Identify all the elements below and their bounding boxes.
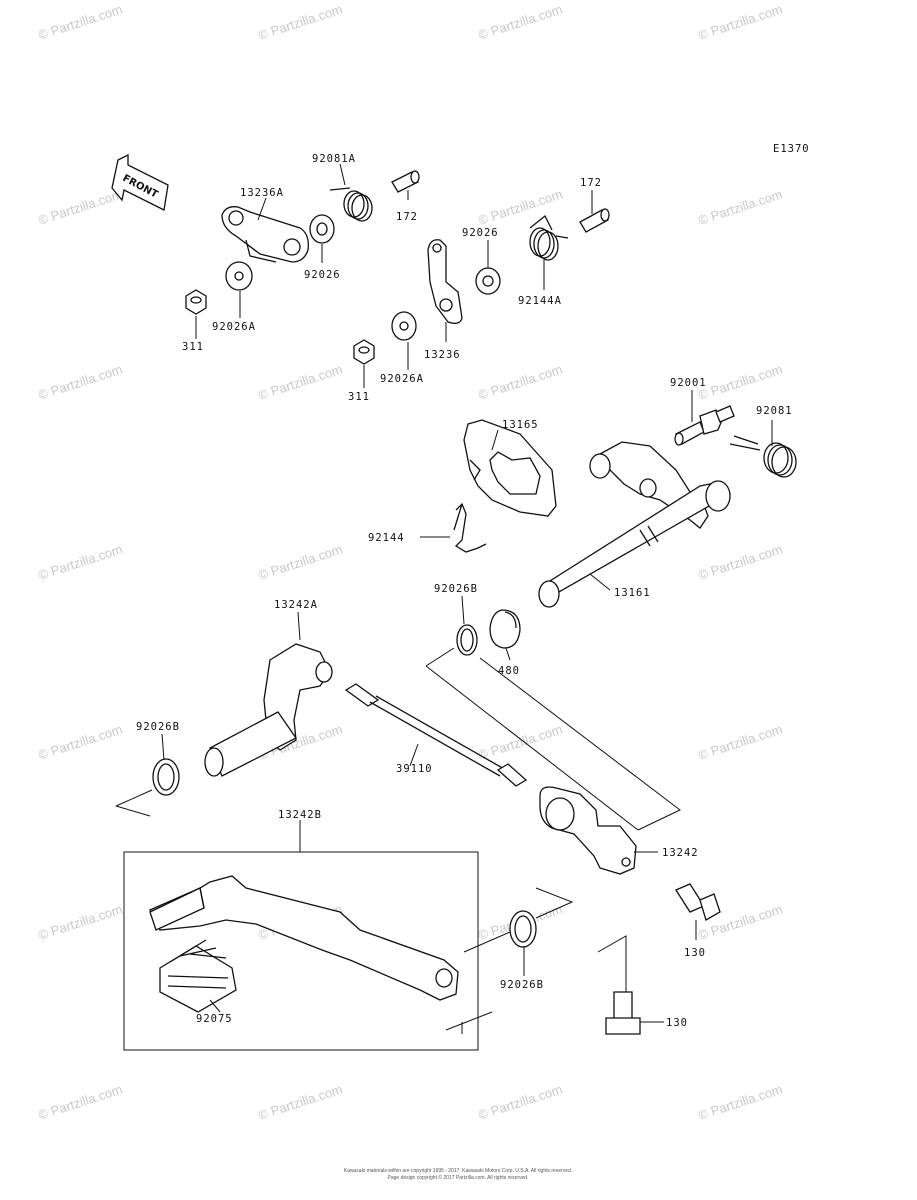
copyright-line-1: Kawasaki materials within are copyright … <box>344 1168 572 1174</box>
watermark: © Partzilla.com <box>696 722 784 763</box>
watermark: © Partzilla.com <box>36 722 124 763</box>
watermark: © Partzilla.com <box>696 362 784 403</box>
label-92026a: 92026 <box>304 269 341 281</box>
label-13236: 13236 <box>424 349 461 361</box>
watermark: © Partzilla.com <box>696 2 784 43</box>
watermark: © Partzilla.com <box>36 542 124 583</box>
label-13165: 13165 <box>502 419 539 431</box>
part-92075 <box>159 939 237 1013</box>
pedal-assembly-frame <box>123 851 479 1051</box>
part-92026Bb <box>152 758 180 796</box>
label-92026b: 92026 <box>462 227 499 239</box>
watermark: © Partzilla.com <box>476 362 564 403</box>
part-92081A <box>329 187 373 222</box>
part-92001 <box>674 405 735 446</box>
label-92144A: 92144A <box>518 295 562 307</box>
copyright-line-2: Page design copyright © 2017 Partzilla.c… <box>388 1174 529 1181</box>
part-172a <box>391 170 420 193</box>
part-92144 <box>453 502 487 553</box>
watermark: © Partzilla.com <box>36 2 124 43</box>
label-13242: 13242 <box>662 847 699 859</box>
part-92026b <box>475 267 501 295</box>
watermark: © Partzilla.com <box>476 2 564 43</box>
label-13242A: 13242A <box>274 599 318 611</box>
label-92081A: 92081A <box>312 153 356 165</box>
label-172b: 172 <box>580 177 602 189</box>
watermark: © Partzilla.com <box>476 1082 564 1123</box>
label-13242B: 13242B <box>278 809 322 821</box>
watermark: © Partzilla.com <box>256 542 344 583</box>
leader-lines <box>115 163 773 1034</box>
part-13161 <box>538 441 731 608</box>
part-13236 <box>427 239 463 324</box>
label-92144: 92144 <box>368 532 405 544</box>
part-130a <box>675 883 721 921</box>
label-92001: 92001 <box>670 377 707 389</box>
part-311a <box>185 289 207 315</box>
label-130b: 130 <box>666 1017 688 1029</box>
watermark: © Partzilla.com <box>696 187 784 228</box>
watermark: © Partzilla.com <box>476 722 564 763</box>
label-92026Aa: 92026A <box>212 321 256 333</box>
part-92026Ba <box>456 624 478 656</box>
label-311a: 311 <box>182 341 204 353</box>
watermark: © Partzilla.com <box>696 542 784 583</box>
label-92026Ba: 92026B <box>434 583 478 595</box>
part-13242B <box>149 875 459 1001</box>
part-labels: 92081A 172 13236A 92026 92026A 311 172 9… <box>136 153 793 1029</box>
label-130a: 130 <box>684 947 706 959</box>
label-39110: 39110 <box>396 763 433 775</box>
label-172a: 172 <box>396 211 418 223</box>
label-13236A: 13236A <box>240 187 284 199</box>
part-13242A <box>204 643 333 777</box>
diagram-code: E1370 <box>773 143 810 155</box>
part-480 <box>489 609 521 649</box>
part-130b <box>605 991 641 1035</box>
part-13165 <box>463 419 557 517</box>
part-172b <box>579 208 610 233</box>
watermark: © Partzilla.com <box>36 902 124 943</box>
part-92026a <box>309 214 335 244</box>
label-92081: 92081 <box>756 405 793 417</box>
label-92075: 92075 <box>196 1013 233 1025</box>
watermark: © Partzilla.com <box>36 362 124 403</box>
part-13236A <box>221 206 309 263</box>
label-92026Bc: 92026B <box>500 979 544 991</box>
part-39110 <box>344 683 528 787</box>
label-92026Ab: 92026A <box>380 373 424 385</box>
watermark: © Partzilla.com <box>36 1082 124 1123</box>
label-480: 480 <box>498 665 520 677</box>
watermark: © Partzilla.com <box>256 2 344 43</box>
label-92026Bb: 92026B <box>136 721 180 733</box>
part-92026Ab <box>391 311 417 341</box>
watermark: © Partzilla.com <box>256 362 344 403</box>
watermark: © Partzilla.com <box>476 187 564 228</box>
watermark: © Partzilla.com <box>256 1082 344 1123</box>
part-92026Bc <box>509 910 537 948</box>
label-13161: 13161 <box>614 587 651 599</box>
part-311b <box>353 339 375 365</box>
watermark: © Partzilla.com <box>36 187 124 228</box>
watermark: © Partzilla.com <box>696 1082 784 1123</box>
part-92081 <box>729 435 797 478</box>
part-13242 <box>539 786 637 875</box>
part-92144A <box>529 214 569 261</box>
part-92026Aa <box>225 261 253 291</box>
label-311b: 311 <box>348 391 370 403</box>
